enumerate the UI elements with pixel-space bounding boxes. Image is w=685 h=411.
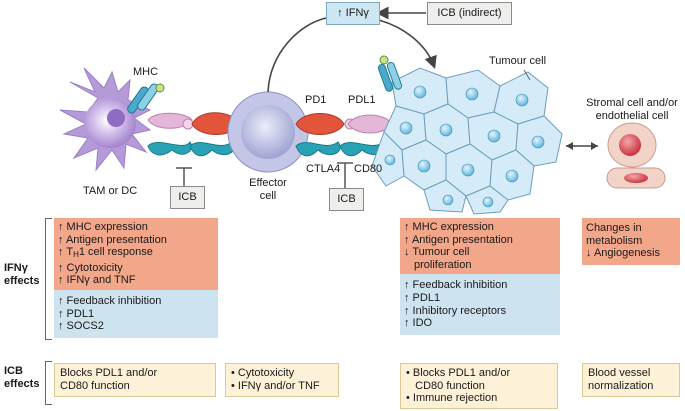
stromal-label-line1: Stromal cell and/or — [586, 97, 678, 109]
ifng-tumour-up-0: ↑ MHC expression — [404, 221, 494, 233]
pdl1-ligand-tumour — [344, 114, 393, 134]
tumour-mhc-receptor — [377, 55, 403, 92]
ifng-tumour-panel: ↑ MHC expression ↑ Antigen presentation … — [400, 218, 560, 335]
ifng-stromal-2: ↓ Angiogenesis — [586, 247, 660, 260]
ctla4-label: CTLA4 — [306, 163, 341, 175]
ifng-apc-panel: ↑ MHC expression ↑ Antigen presentation … — [54, 218, 218, 338]
ifng-tumour-fb-2: ↑ Inhibitory receptors — [404, 304, 507, 317]
icb-apc-0: Blocks PDL1 and/or — [60, 367, 158, 379]
icb-box-right-label: ICB — [337, 193, 356, 205]
icb-effects-bracket — [45, 361, 52, 405]
icb-apc-box: Blocks PDL1 and/or CD80 function — [54, 363, 216, 397]
ifng-release-arrow — [267, 17, 327, 93]
th1-subscript: H — [73, 250, 79, 260]
icb-inhibition-right — [337, 162, 353, 188]
pd1-receptor-right — [295, 113, 345, 135]
immune-diagram — [59, 6, 666, 215]
pdl1-ligand-tam — [147, 112, 194, 130]
icb-effector-1: • IFNγ and/or TNF — [231, 379, 320, 392]
mhc-label: MHC — [133, 66, 159, 78]
effector-label-line1: Effector — [249, 177, 287, 189]
icb-tumour-2: • Immune rejection — [406, 392, 498, 405]
icb-stromal-box: Blood vessel normalization — [582, 363, 680, 397]
icb-inhibition-left — [176, 167, 192, 186]
ifng-stromal-panel: Changes in metabolism ↓ Angiogenesis — [582, 218, 680, 265]
th1-suffix: 1 cell response — [78, 246, 153, 259]
stromal-cell — [607, 122, 657, 168]
ifng-apc-up-1: ↑ Antigen presentation — [58, 233, 167, 246]
ifng-to-tumour-arrow — [369, 17, 437, 70]
tam-dc-cell — [59, 67, 152, 172]
icb-box-left: ICB — [170, 186, 205, 209]
effector-cell-label: Effector cell — [240, 177, 296, 203]
ifng-tumour-up-block: ↑ MHC expression ↑ Antigen presentation … — [400, 218, 560, 275]
icb-effector-0: • Cytotoxicity — [231, 367, 295, 379]
tam-dc-label: TAM or DC — [83, 185, 138, 197]
ifng-box: ↑ IFNγ — [326, 2, 380, 25]
tumour-nuclei — [384, 85, 545, 208]
effector-label-line2: cell — [259, 190, 277, 202]
tumour-cell-label: Tumour cell — [489, 55, 547, 67]
cd80-ligand-tam — [147, 141, 192, 156]
icb-effects-header: ICB effects — [4, 365, 48, 391]
icb-effects-header-line2: effects — [4, 378, 40, 390]
ctla4-receptor-right — [295, 141, 341, 157]
icb-stromal-1: normalization — [588, 379, 654, 392]
ifng-tumour-fb-1: ↑ PDL1 — [404, 291, 441, 304]
ifng-effects-header-line1: IFNγ — [4, 262, 28, 274]
icb-effector-box: • Cytotoxicity • IFNγ and/or TNF — [225, 363, 339, 397]
stromal-cell-label: Stromal cell and/or endothelial cell — [580, 97, 684, 123]
icb-tumour-box: • Blocks PDL1 and/or CD80 function • Imm… — [400, 363, 558, 409]
ifng-apc-up-0: ↑ MHC expression — [58, 221, 148, 233]
icb-indirect-label: ICB (indirect) — [437, 7, 502, 19]
icb-tumour-1: CD80 function — [406, 379, 485, 392]
th1-prefix: ↑ T — [58, 246, 74, 259]
bidirectional-arrow — [566, 142, 598, 150]
ctla4-receptor-left — [189, 141, 235, 157]
ifng-stromal-0: Changes in — [586, 222, 642, 234]
ifng-tumour-up-2: ↓ Tumour cell — [404, 246, 470, 259]
endothelial-cell — [606, 167, 666, 189]
ifng-apc-fb-0: ↑ Feedback inhibition — [58, 294, 162, 307]
ifng-apc-feedback-block: ↑ Feedback inhibition ↑ PDL1 ↑ SOCS2 — [54, 289, 218, 338]
ifng-apc-fb-1: ↑ PDL1 — [58, 307, 95, 320]
icb-tumour-0: • Blocks PDL1 and/or — [406, 367, 511, 379]
icb-stromal-0: Blood vessel — [588, 367, 651, 379]
ifng-effects-header: IFNγ effects — [4, 262, 48, 288]
mhc-receptor — [127, 83, 165, 114]
icb-box-right: ICB — [329, 188, 364, 211]
ifng-box-label: ↑ IFNγ — [337, 7, 369, 19]
pd1-label: PD1 — [305, 94, 327, 106]
ifng-tumour-fb-3: ↑ IDO — [404, 317, 433, 330]
ifng-apc-up-4: ↑ IFNγ and TNF — [58, 274, 136, 287]
ifng-effects-bracket — [45, 218, 52, 340]
ifng-stromal-1: metabolism — [586, 234, 643, 247]
icb-effects-header-line1: ICB — [4, 365, 23, 377]
ifng-stromal-block: Changes in metabolism ↓ Angiogenesis — [582, 218, 680, 265]
tumour-leader-line — [523, 69, 531, 81]
stromal-label-line2: endothelial cell — [595, 110, 669, 122]
pdl1-label: PDL1 — [348, 94, 376, 106]
cd80-label: CD80 — [354, 163, 383, 175]
ifng-tumour-up-3: proliferation — [414, 258, 472, 271]
ifng-apc-fb-2: ↑ SOCS2 — [58, 320, 104, 333]
ifng-apc-up-2: ↑ TH1 cell response — [58, 246, 214, 262]
ifng-tumour-fb-0: ↑ Feedback inhibition — [404, 279, 508, 292]
icb-apc-1: CD80 function — [60, 379, 130, 392]
icb-box-left-label: ICB — [178, 191, 197, 203]
ifng-tumour-up-1: ↑ Antigen presentation — [404, 233, 513, 246]
effector-cell — [227, 91, 309, 173]
ifng-effects-header-line2: effects — [4, 275, 40, 287]
ifng-apc-up-block: ↑ MHC expression ↑ Antigen presentation … — [54, 218, 218, 290]
ifng-tumour-feedback-block: ↑ Feedback inhibition ↑ PDL1 ↑ Inhibitor… — [400, 274, 560, 335]
ifng-apc-up-3: ↑ Cytotoxicity — [58, 261, 123, 274]
icb-indirect-box: ICB (indirect) — [427, 2, 512, 25]
